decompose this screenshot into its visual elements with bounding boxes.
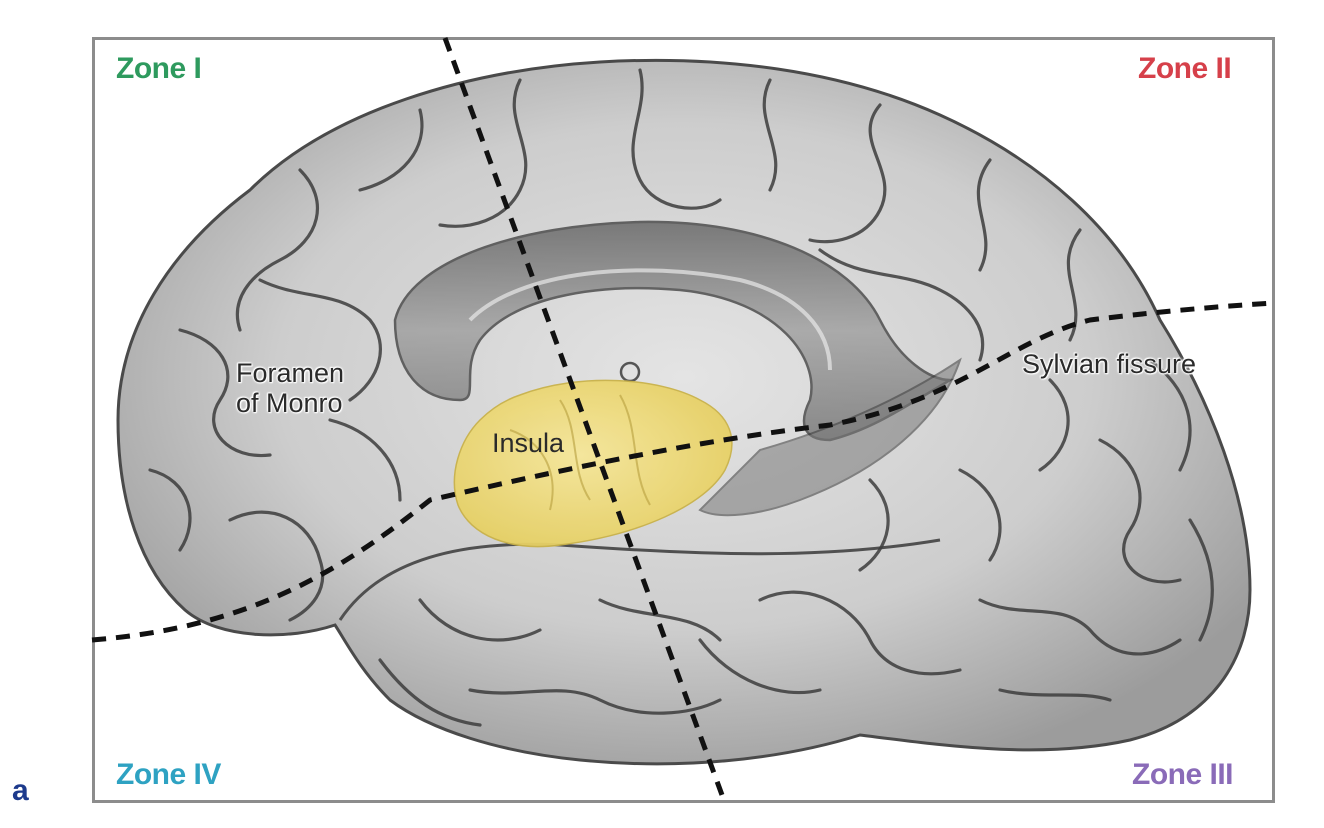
- insula-label: Insula: [492, 428, 565, 458]
- zone-2-label: Zone II: [1138, 52, 1232, 85]
- sulci-pattern: [148, 68, 1214, 727]
- zone-3-label: Zone III: [1132, 758, 1234, 791]
- foramen-of-monro-label: Foramen of Monro: [236, 358, 344, 418]
- foramen-label-line-2: of Monro: [236, 388, 343, 419]
- temporal-lobe-edge: [338, 538, 941, 621]
- insula-sulci: [509, 394, 651, 511]
- foramen-label-line-1: Foramen: [236, 358, 345, 388]
- ventricle-inner-rim: [468, 268, 832, 371]
- zone-divider-lines: [91, 37, 1276, 796]
- sylvian-fissure-label: Sylvian fissure: [1022, 349, 1197, 379]
- panel-letter: a: [12, 774, 29, 807]
- sylvian-divider-line: [91, 300, 1276, 643]
- zone-4-label: Zone IV: [116, 758, 221, 791]
- zone-1-label: Zone I: [116, 52, 202, 85]
- ventricle-temporal-horn: [698, 357, 962, 517]
